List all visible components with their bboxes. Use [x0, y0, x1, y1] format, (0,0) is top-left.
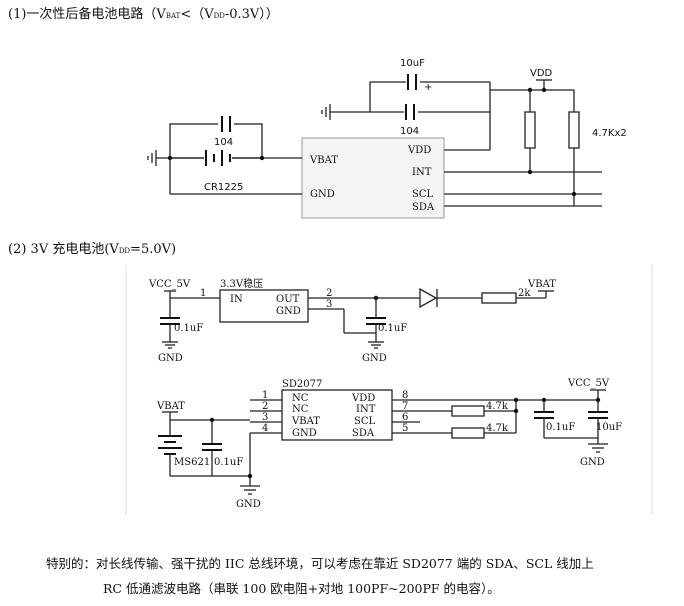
chip-pin-sda: SDA [412, 202, 435, 213]
note-paragraph: 特别的：对长线传输、强干扰的 IIC 总线环境，可以考虑在靠近 SD2077 端… [46, 551, 666, 601]
svg-text:GND: GND [236, 499, 261, 510]
svg-text:4.7Kx2: 4.7Kx2 [592, 128, 627, 139]
regulator-body [219, 289, 309, 323]
svg-text:4.7k: 4.7k [486, 423, 509, 434]
svg-text:SDA: SDA [352, 428, 375, 439]
heading-circuit-1: (1)一次性后备电池电路（VBAT<（VDD-0.3V）） [8, 7, 279, 22]
chip-sd2077-name: SD2077 [282, 379, 322, 390]
svg-text:GND: GND [362, 353, 387, 364]
svg-text:104: 104 [214, 137, 233, 148]
svg-text:1: 1 [262, 390, 268, 401]
vbat-output: VBAT [527, 279, 556, 290]
svg-text:6: 6 [402, 412, 408, 423]
svg-text:0.1uF: 0.1uF [174, 323, 203, 334]
svg-text:CR1225: CR1225 [204, 182, 243, 193]
vbat-input: VBAT [156, 401, 185, 412]
svg-text:8: 8 [402, 390, 408, 401]
svg-text:INT: INT [356, 404, 376, 415]
svg-text:4.7k: 4.7k [486, 401, 509, 412]
svg-text:OUT: OUT [276, 294, 300, 305]
resistor-2k [481, 292, 517, 304]
chip-pin-gnd: GND [310, 189, 335, 200]
svg-text:3: 3 [262, 412, 268, 423]
diode [419, 287, 438, 309]
svg-text:2k: 2k [518, 288, 531, 299]
svg-text:0.1uF: 0.1uF [546, 422, 575, 433]
chip-pin-vbat: VBAT [309, 155, 338, 166]
svg-text:MS621: MS621 [174, 457, 210, 468]
pullup-resistor-2 [568, 111, 580, 149]
pullup-resistor-1 [524, 111, 536, 149]
svg-text:IN: IN [230, 294, 243, 305]
resistor-4.7k-1 [451, 405, 485, 417]
svg-text:4: 4 [262, 423, 268, 434]
svg-text:SCL: SCL [354, 416, 376, 427]
svg-text:3: 3 [326, 299, 332, 310]
svg-text:10uF: 10uF [400, 58, 425, 69]
svg-text:+: + [424, 82, 432, 93]
svg-text:10uF: 10uF [596, 422, 622, 433]
svg-text:0.1uF: 0.1uF [378, 323, 407, 334]
regulator-title: 3.3V稳压 [220, 277, 263, 290]
svg-text:GND: GND [158, 353, 183, 364]
note-line-2: RC 低通滤波电路（串联 100 欧电阻+对地 100PF~200PF 的电容）… [103, 581, 500, 596]
svg-text:NC: NC [292, 393, 309, 404]
rtc-chip-body [301, 137, 445, 219]
svg-text:GND: GND [292, 428, 317, 439]
circuit-2: VCC_5V 1 0.1uF GND 3.3V稳压 IN OUT GND 2 3… [125, 265, 653, 515]
vcc-5v-output: VCC_5V [567, 378, 610, 389]
svg-text:104: 104 [400, 126, 419, 137]
svg-text:1: 1 [200, 288, 206, 299]
chip-pin-vdd: VDD [407, 145, 431, 156]
note-line-1: 特别的：对长线传输、强干扰的 IIC 总线环境，可以考虑在靠近 SD2077 端… [46, 556, 594, 571]
chip-pin-int: INT [412, 167, 432, 178]
svg-text:NC: NC [292, 404, 309, 415]
svg-text:GND: GND [580, 457, 605, 468]
svg-text:VBAT: VBAT [291, 416, 320, 427]
circuit-1: VBAT GND VDD INT SCL SDA 104 CR1225 [147, 58, 627, 219]
heading-circuit-2: (2) 3V 充电电池(VDD=5.0V) [8, 242, 177, 257]
svg-text:0.1uF: 0.1uF [214, 457, 243, 468]
vcc-5v-input: VCC_5V [148, 279, 191, 290]
chip-pin-scl: SCL [412, 189, 434, 200]
svg-text:2: 2 [262, 401, 268, 412]
vdd-label: VDD [530, 68, 553, 79]
svg-text:GND: GND [276, 306, 301, 317]
sd2077-chip-body [281, 389, 393, 441]
svg-text:7: 7 [402, 401, 408, 412]
resistor-4.7k-2 [451, 427, 485, 439]
svg-text:VDD: VDD [351, 393, 375, 404]
svg-text:2: 2 [326, 288, 332, 299]
svg-text:5: 5 [402, 423, 408, 434]
